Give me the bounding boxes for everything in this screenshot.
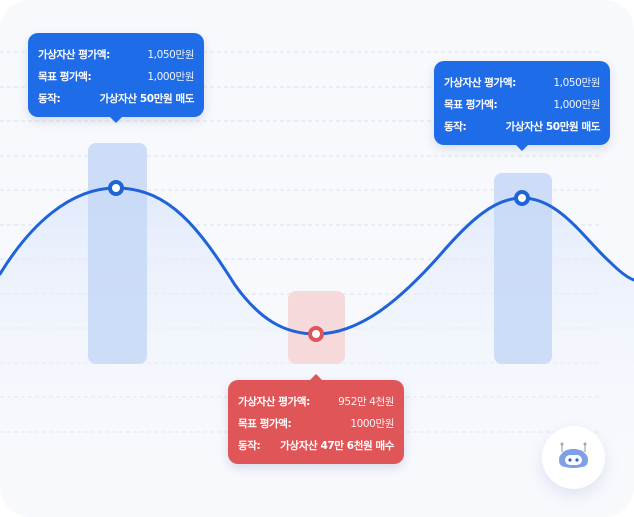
action-label: 동작:: [38, 92, 61, 105]
tooltip-row-action: 동작: 가상자산 50만원 매도: [38, 87, 194, 109]
action-value: 가상자산 50만원 매도: [99, 92, 195, 105]
asset-value: 1,050만원: [553, 76, 600, 89]
tooltip-row-target-value: 목표 평가액: 1000만원: [238, 412, 394, 434]
tooltip-row-action: 동작: 가상자산 47만 6천원 매수: [238, 434, 394, 456]
buy-marker[interactable]: [308, 326, 324, 342]
tooltip-row-asset-value: 가상자산 평가액: 952만 4천원: [238, 390, 394, 412]
asset-value: 1,050만원: [147, 48, 194, 61]
target-value: 1,000만원: [147, 70, 194, 83]
action-value: 가상자산 47만 6천원 매수: [280, 439, 394, 452]
sell-marker-2[interactable]: [514, 190, 530, 206]
tooltip-pointer: [516, 145, 528, 151]
sell-highlight-1[interactable]: [88, 143, 147, 364]
sell-tooltip-1: 가상자산 평가액: 1,050만원 목표 평가액: 1,000만원 동작: 가상…: [28, 33, 204, 123]
asset-value: 952만 4천원: [338, 395, 394, 408]
asset-value-label: 가상자산 평가액:: [38, 48, 110, 61]
action-value: 가상자산 50만원 매도: [505, 120, 601, 133]
tooltip-pointer: [110, 117, 122, 123]
tooltip-row-asset-value: 가상자산 평가액: 1,050만원: [38, 43, 194, 65]
sell-marker-1[interactable]: [108, 180, 124, 196]
target-value-label: 목표 평가액:: [238, 417, 292, 430]
tooltip-row-target-value: 목표 평가액: 1,000만원: [38, 65, 194, 87]
sell-highlight-2[interactable]: [494, 173, 552, 364]
tooltip-row-action: 동작: 가상자산 50만원 매도: [444, 115, 600, 137]
tooltip-row-asset-value: 가상자산 평가액: 1,050만원: [444, 71, 600, 93]
target-value-label: 목표 평가액:: [38, 70, 92, 83]
target-value-label: 목표 평가액:: [444, 98, 498, 111]
action-label: 동작:: [238, 439, 261, 452]
sell-tooltip-2: 가상자산 평가액: 1,050만원 목표 평가액: 1,000만원 동작: 가상…: [434, 61, 610, 151]
target-value: 1000만원: [350, 417, 394, 430]
asset-value-label: 가상자산 평가액:: [444, 76, 516, 89]
tooltip-row-target-value: 목표 평가액: 1,000만원: [444, 93, 600, 115]
asset-value-label: 가상자산 평가액:: [238, 395, 310, 408]
robot-icon: [559, 442, 588, 468]
buy-tooltip: 가상자산 평가액: 952만 4천원 목표 평가액: 1000만원 동작: 가상…: [228, 374, 404, 464]
action-label: 동작:: [444, 120, 467, 133]
target-value: 1,000만원: [553, 98, 600, 111]
tooltip-pointer: [310, 374, 322, 380]
chatbot-button[interactable]: [542, 426, 605, 489]
